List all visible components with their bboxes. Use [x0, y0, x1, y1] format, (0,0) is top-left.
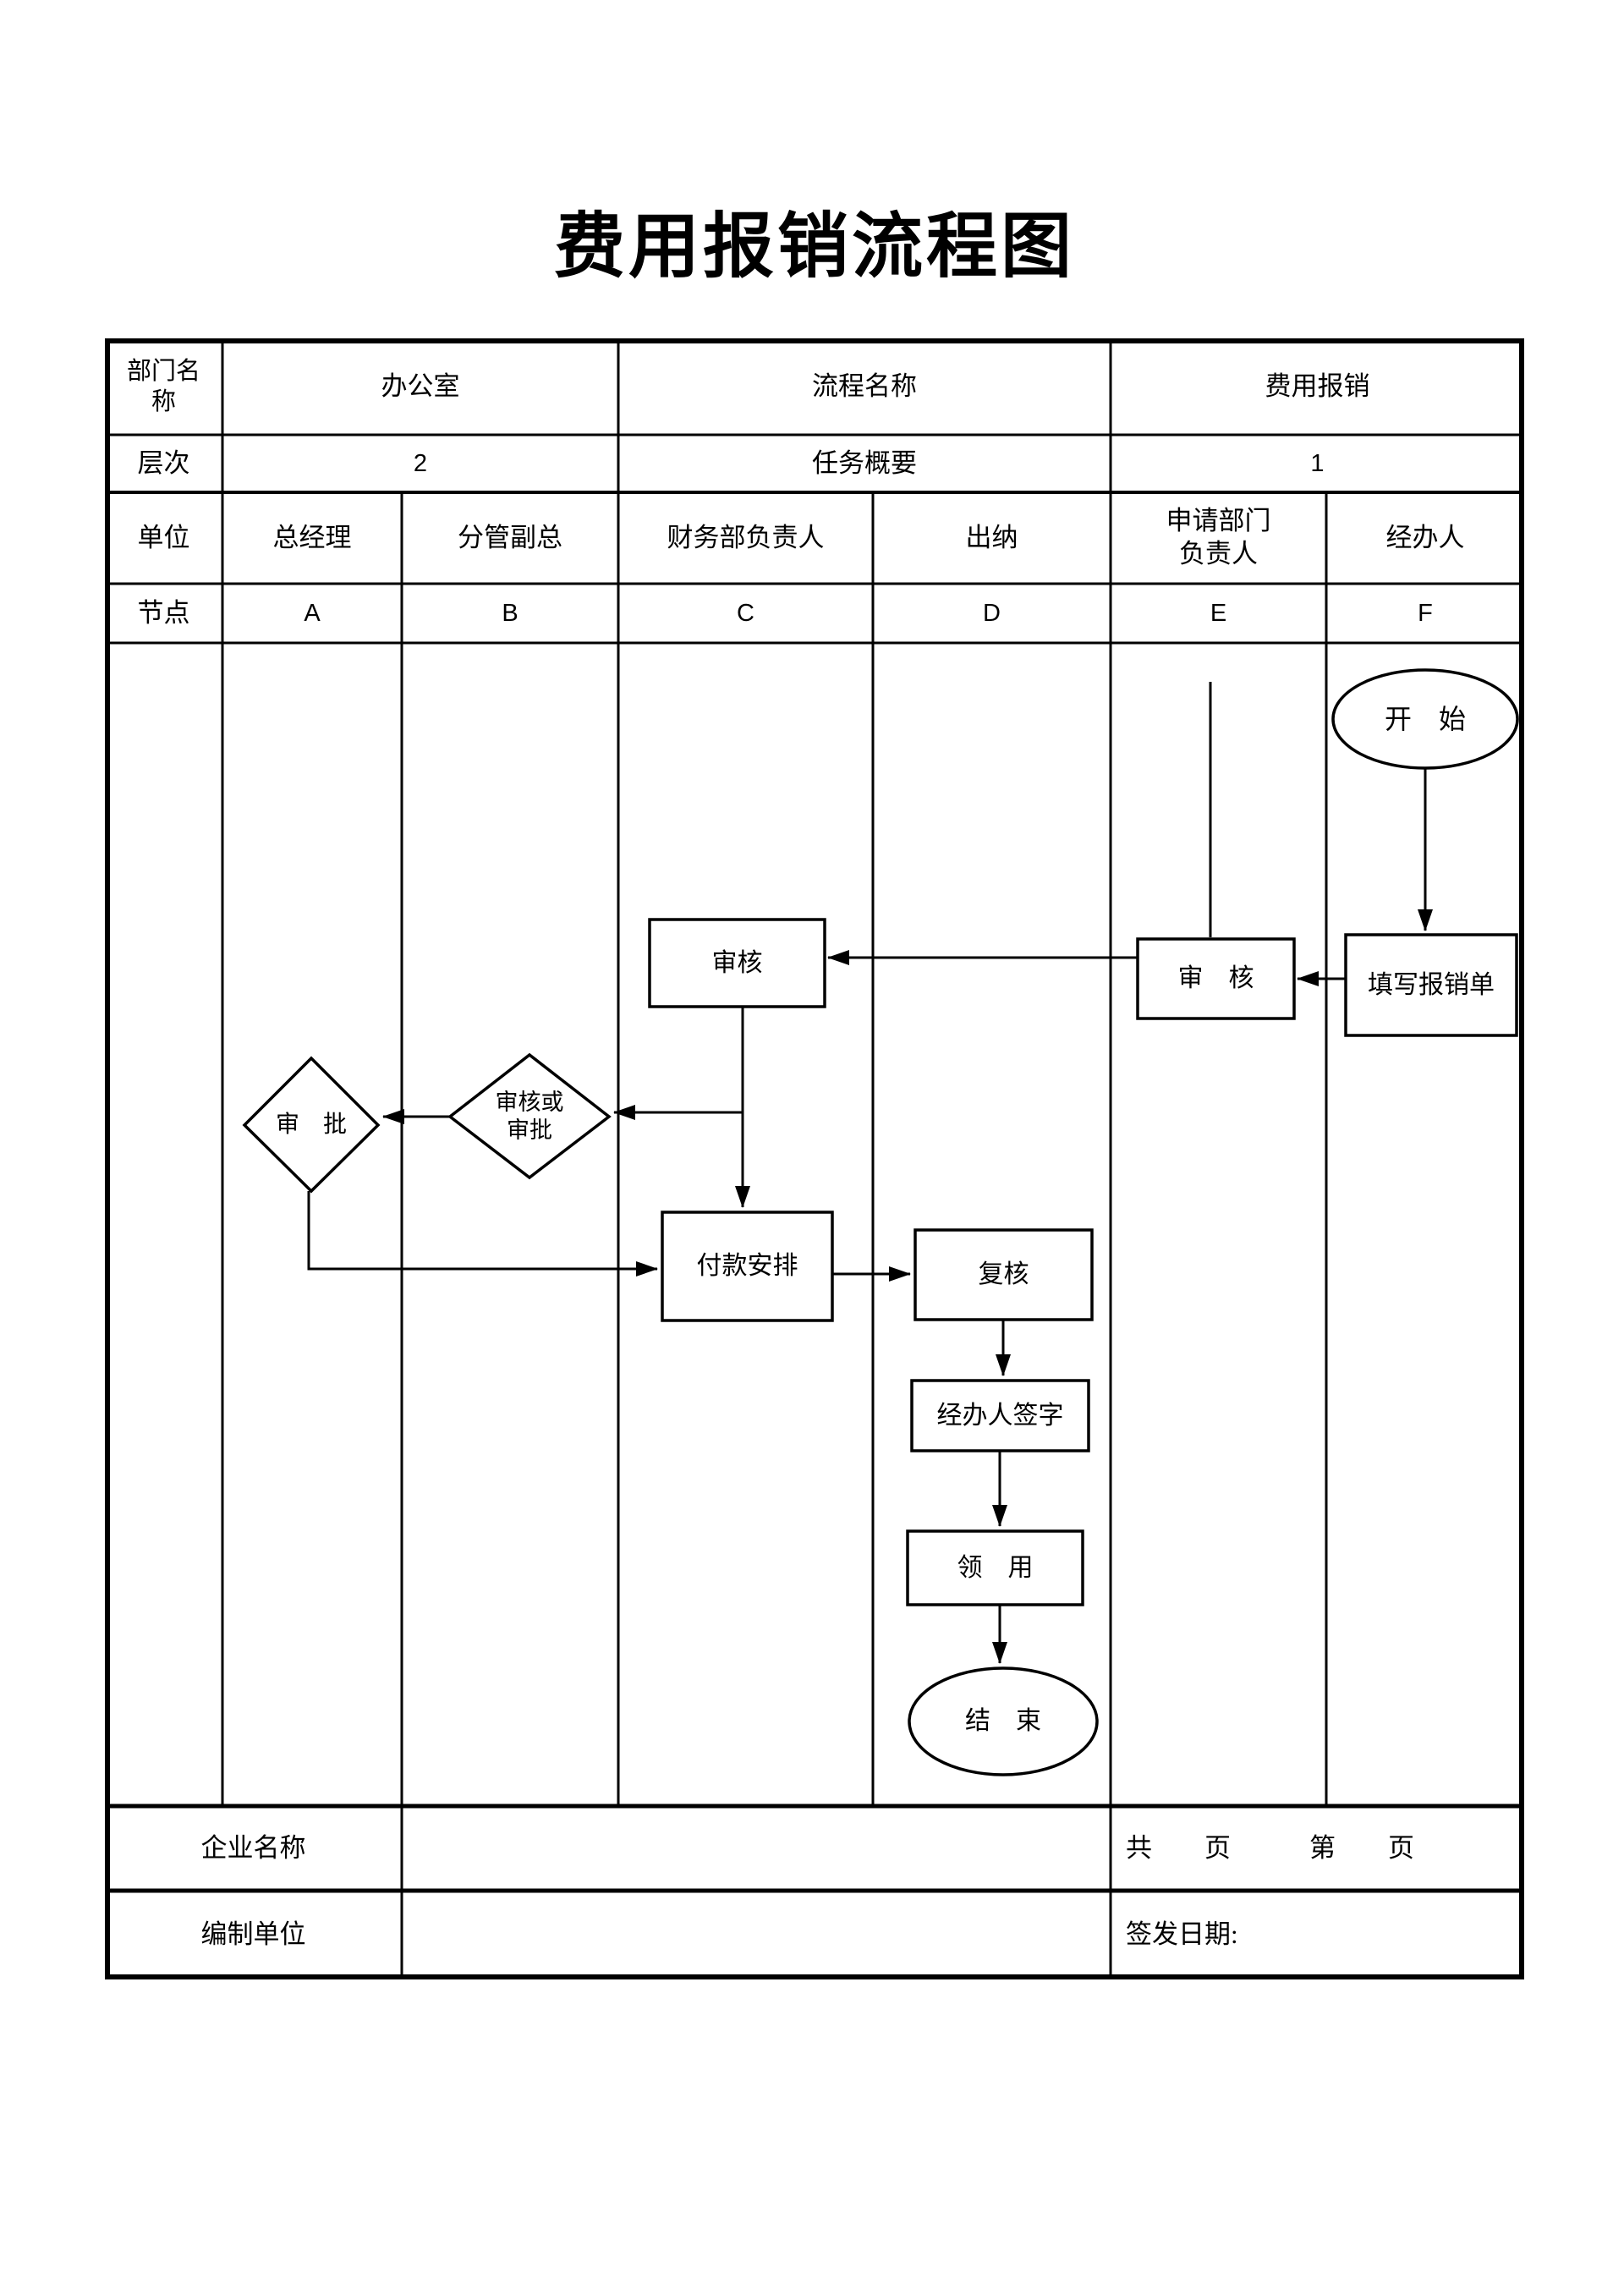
cell-node-d: D	[983, 599, 1001, 627]
cell-unit-a: 总经理	[272, 522, 352, 552]
cell-unit-e: 申请部门负责人	[1166, 506, 1271, 568]
cell-flow-name-label: 流程名称	[812, 371, 917, 401]
flow-shapes	[242, 668, 1519, 1776]
payment-box	[661, 1211, 834, 1322]
cell-node-e: E	[1210, 599, 1227, 627]
end-label: 结 束	[965, 1707, 1041, 1735]
handler-sign-box	[910, 1379, 1090, 1452]
recheck-box	[914, 1228, 1094, 1321]
page-title: 费用报销流程图	[553, 206, 1075, 286]
review-or-approve-diamond	[447, 1052, 612, 1180]
approve-diamond	[242, 1056, 381, 1194]
cell-node-c: C	[737, 599, 754, 627]
cell-unit-b: 分管副总	[458, 522, 562, 552]
cell-node-f: F	[1418, 599, 1433, 627]
cell-dept-name-value: 办公室	[381, 371, 460, 401]
cell-task-summary-label: 任务概要	[812, 447, 917, 478]
review-e-box	[1136, 937, 1296, 1020]
approve-label: 审 批	[275, 1111, 347, 1138]
start-label: 开 始	[1384, 703, 1466, 734]
review-c-label: 审核	[711, 948, 763, 977]
cell-node-b: B	[502, 599, 518, 627]
cell-dept-name-label: 部门名称	[126, 357, 200, 415]
review-e-label: 审 核	[1177, 964, 1254, 992]
cell-level-value: 2	[413, 449, 428, 477]
cell-unit-label: 单位	[137, 522, 190, 552]
cell-level-label: 层次	[137, 447, 190, 478]
cell-issue-date-label: 签发日期:	[1126, 1919, 1238, 1950]
cell-unit-d: 出纳	[965, 522, 1018, 552]
table-grid	[105, 338, 1524, 1979]
fill-form-label: 填写报销单	[1368, 970, 1495, 999]
cell-company-name-value	[402, 1806, 1111, 1891]
cell-task-summary-value: 1	[1310, 449, 1325, 477]
cell-unit-c: 财务部负责人	[667, 522, 825, 552]
review-c-box	[648, 918, 826, 1008]
cell-unit-f: 经办人	[1385, 522, 1465, 552]
cell-node-label: 节点	[137, 597, 190, 628]
fill-form-box	[1344, 933, 1518, 1037]
arrow-approve-to-payment	[307, 1191, 658, 1277]
flow-connectors	[307, 682, 1433, 1664]
handler-sign-label: 经办人签字	[936, 1401, 1064, 1430]
receive-label: 领 用	[957, 1553, 1034, 1582]
cell-prepared-by-value	[402, 1891, 1111, 1979]
recheck-label: 复核	[978, 1260, 1029, 1288]
cell-page-numbers: 共 页 第 页	[1126, 1832, 1414, 1863]
end-ellipse	[908, 1666, 1099, 1776]
cell-node-a: A	[304, 599, 321, 627]
start-ellipse	[1331, 668, 1519, 770]
review-or-approve-label: 审核或 审批	[495, 1090, 564, 1143]
payment-label: 付款安排	[696, 1252, 798, 1280]
cell-company-name-label: 企业名称	[200, 1832, 306, 1863]
cell-prepared-by-label: 编制单位	[200, 1919, 306, 1950]
receive-box	[906, 1529, 1084, 1606]
cell-flow-name-value: 费用报销	[1265, 371, 1370, 401]
table-outer-border	[105, 338, 1524, 1979]
